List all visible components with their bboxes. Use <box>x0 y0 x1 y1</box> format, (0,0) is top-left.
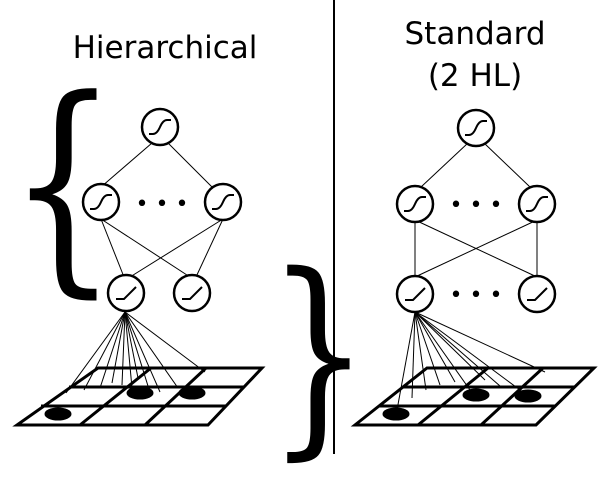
lower-neuron <box>172 273 212 313</box>
edge <box>483 142 531 188</box>
hidden-neuron <box>395 184 435 224</box>
diagram-canvas: Hierarchical Standard (2 HL) { } <box>8 0 598 461</box>
hierarchical-network: • • • <box>12 107 266 427</box>
ellipsis-hidden: • • • <box>450 193 503 218</box>
active-cell <box>126 386 154 400</box>
edge <box>167 142 213 188</box>
lower-neuron <box>395 274 435 314</box>
active-cell <box>44 407 72 421</box>
lower-neuron <box>106 273 146 313</box>
edge <box>195 218 224 278</box>
standard-network: • • • • • • <box>350 108 598 427</box>
active-cell <box>462 388 490 402</box>
edge <box>100 218 125 278</box>
edge <box>420 142 469 188</box>
title-standard-subtitle: (2 HL) <box>427 58 523 94</box>
hidden-neuron <box>517 184 557 224</box>
active-cell <box>382 407 410 421</box>
edge <box>100 142 153 188</box>
active-cell <box>178 386 206 400</box>
active-cell <box>514 389 542 403</box>
edge <box>100 218 191 278</box>
input-grid <box>350 366 598 427</box>
input-connections <box>396 311 546 411</box>
input-connections <box>65 311 206 394</box>
input-grid <box>12 366 266 427</box>
network-diagrams: • • • <box>12 0 598 454</box>
edge <box>414 219 538 278</box>
title-hierarchical: Hierarchical <box>72 30 258 66</box>
ellipsis-hidden: • • • <box>136 192 189 217</box>
hidden-neuron <box>81 182 121 222</box>
title-standard: Standard <box>404 16 546 52</box>
ellipsis-lower: • • • <box>450 283 503 308</box>
output-neuron <box>456 108 496 148</box>
output-neuron <box>140 107 180 147</box>
hidden-neuron <box>203 182 243 222</box>
lower-neuron <box>517 274 557 314</box>
edge <box>129 218 224 278</box>
